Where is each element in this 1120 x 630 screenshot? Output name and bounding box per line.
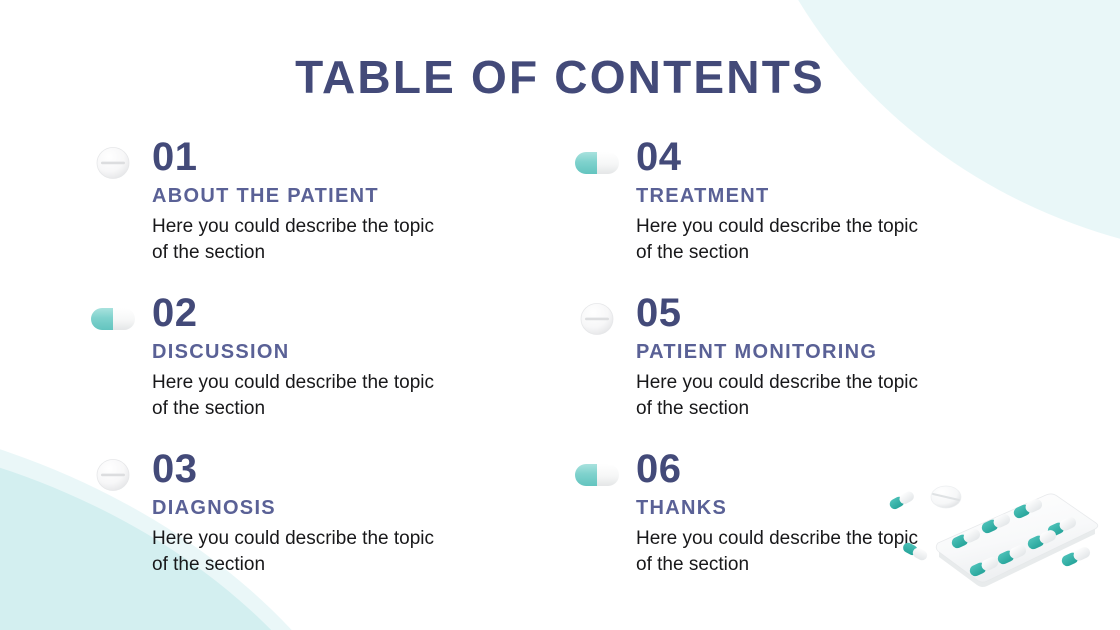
round-tablet-icon	[88, 146, 138, 180]
toc-description: Here you could describe the topic of the…	[636, 216, 918, 263]
toc-grid: 01 ABOUT THE PATIENT Here you could desc…	[88, 136, 1032, 596]
toc-description: Here you could describe the topic of the…	[152, 216, 434, 263]
round-tablet-icon	[572, 302, 622, 336]
round-tablet-icon	[88, 458, 138, 492]
toc-subtitle: DIAGNOSIS	[152, 497, 276, 519]
toc-description: Here you could describe the topic of the…	[636, 528, 918, 575]
toc-item-02[interactable]: 02 DISCUSSION Here you could describe th…	[88, 292, 548, 440]
capsule-icon	[572, 146, 622, 180]
toc-number: 02	[152, 291, 198, 335]
toc-description: Here you could describe the topic of the…	[152, 372, 434, 419]
capsule-icon	[88, 302, 138, 336]
toc-subtitle: PATIENT MONITORING	[636, 341, 878, 363]
toc-subtitle: THANKS	[636, 497, 728, 519]
toc-number: 04	[636, 135, 682, 179]
toc-item-06[interactable]: 06 THANKS Here you could describe the to…	[572, 448, 1032, 596]
toc-subtitle: DISCUSSION	[152, 341, 290, 363]
toc-number: 06	[636, 447, 682, 491]
toc-subtitle: ABOUT THE PATIENT	[152, 185, 379, 207]
page-title: TABLE OF CONTENTS	[295, 51, 825, 103]
toc-description: Here you could describe the topic of the…	[636, 372, 918, 419]
toc-number: 05	[636, 291, 682, 335]
toc-subtitle: TREATMENT	[636, 185, 770, 207]
toc-item-05[interactable]: 05 PATIENT MONITORING Here you could des…	[572, 292, 1032, 440]
toc-item-03[interactable]: 03 DIAGNOSIS Here you could describe the…	[88, 448, 548, 596]
toc-item-01[interactable]: 01 ABOUT THE PATIENT Here you could desc…	[88, 136, 548, 284]
toc-number: 01	[152, 135, 198, 179]
capsule-icon	[572, 458, 622, 492]
toc-description: Here you could describe the topic of the…	[152, 528, 434, 575]
toc-item-04[interactable]: 04 TREATMENT Here you could describe the…	[572, 136, 1032, 284]
toc-number: 03	[152, 447, 198, 491]
